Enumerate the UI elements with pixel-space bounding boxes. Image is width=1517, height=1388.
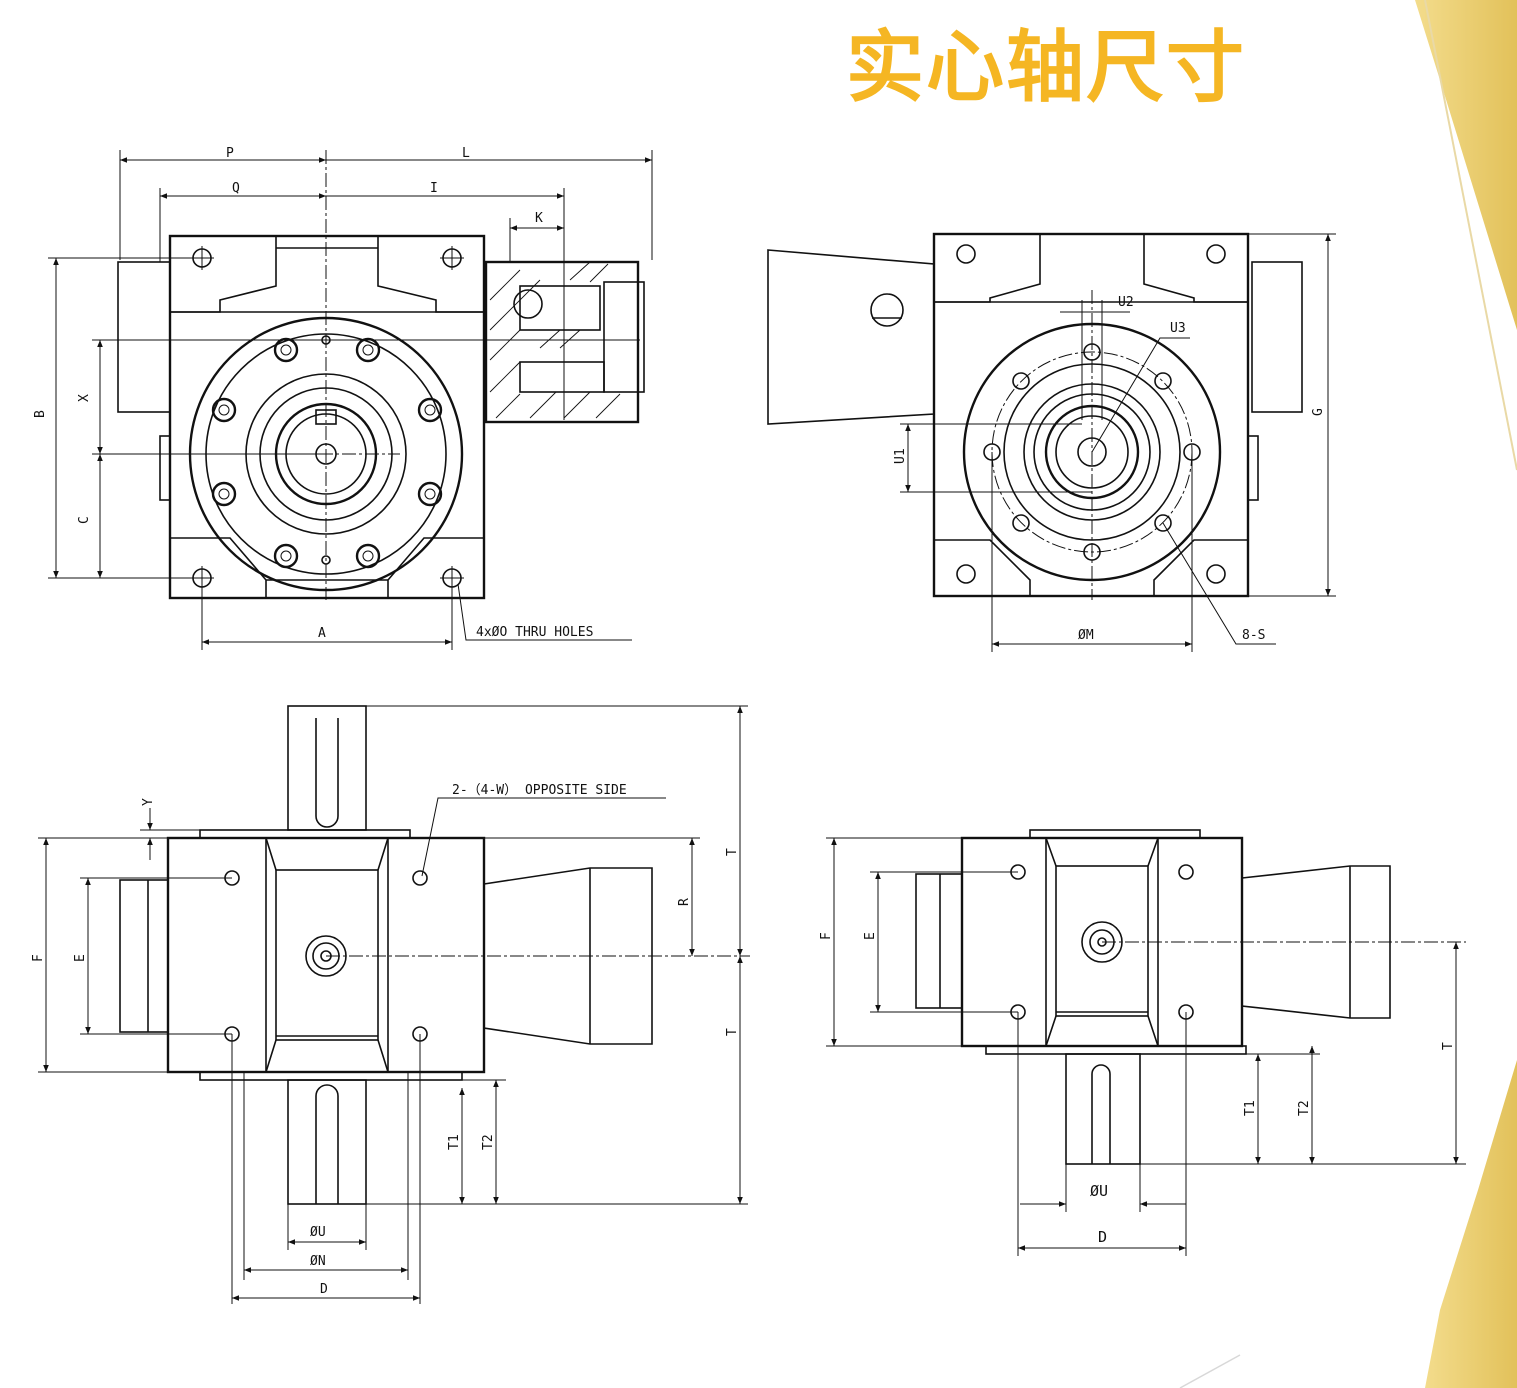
dim-T-bottom: T xyxy=(725,1028,740,1036)
dim-Q: Q xyxy=(232,181,240,196)
dim-T1: T1 xyxy=(447,1134,462,1150)
dim-X: X xyxy=(77,394,92,402)
holes-note: 4xØO THRU HOLES xyxy=(476,625,593,640)
dim-U1: U1 xyxy=(893,448,908,464)
dim-T1-right: T1 xyxy=(1243,1100,1258,1116)
dim-U: ØU xyxy=(310,1225,326,1240)
dim-A: A xyxy=(318,626,326,641)
dim-M: ØM xyxy=(1078,628,1094,643)
dim-T2-right: T2 xyxy=(1297,1100,1312,1116)
dim-N: ØN xyxy=(310,1254,326,1269)
dim-U3: U3 xyxy=(1170,321,1186,336)
dim-G: G xyxy=(1311,408,1326,416)
dim-T-top: T xyxy=(725,848,740,856)
dim-Y: Y xyxy=(141,798,156,806)
dim-U-right: ØU xyxy=(1090,1182,1108,1200)
side-view-left: Y 2-（4-W） OPPOSITE SIDE F E R T T T1 T2 … xyxy=(31,705,750,1304)
dim-F: F xyxy=(31,954,46,962)
rear-view: U2 U3 U1 G ØM 8-S xyxy=(767,232,1336,652)
page-title: 实心轴尺寸 xyxy=(846,23,1247,113)
dim-D-right: D xyxy=(1098,1228,1107,1246)
front-view: P L Q I K B X C xyxy=(33,146,653,650)
dim-U2: U2 xyxy=(1118,295,1134,310)
dim-K: K xyxy=(535,211,543,226)
section-hatch xyxy=(489,261,621,419)
mount-holes xyxy=(190,246,464,590)
dim-B: B xyxy=(33,410,48,418)
dim-R: R xyxy=(677,898,692,906)
dim-T-right: T xyxy=(1441,1042,1456,1050)
dim-D: D xyxy=(320,1282,328,1297)
dim-E-right: E xyxy=(863,932,878,940)
dim-F-right: F xyxy=(819,932,834,940)
dim-I: I xyxy=(430,181,438,196)
dim-C: C xyxy=(77,516,92,524)
decor-top-right xyxy=(1415,0,1517,471)
bolt-heads xyxy=(211,335,443,569)
dim-E: E xyxy=(73,954,88,962)
opposite-side-note: 2-（4-W） OPPOSITE SIDE xyxy=(452,783,627,798)
dim-P: P xyxy=(226,146,234,161)
dim-L: L xyxy=(462,146,470,161)
decor-bottom-right xyxy=(1179,1060,1517,1388)
side-view-right: F E T T1 T2 ØU D xyxy=(819,829,1466,1256)
dim-T2: T2 xyxy=(481,1134,496,1150)
dim-S: 8-S xyxy=(1242,628,1265,643)
